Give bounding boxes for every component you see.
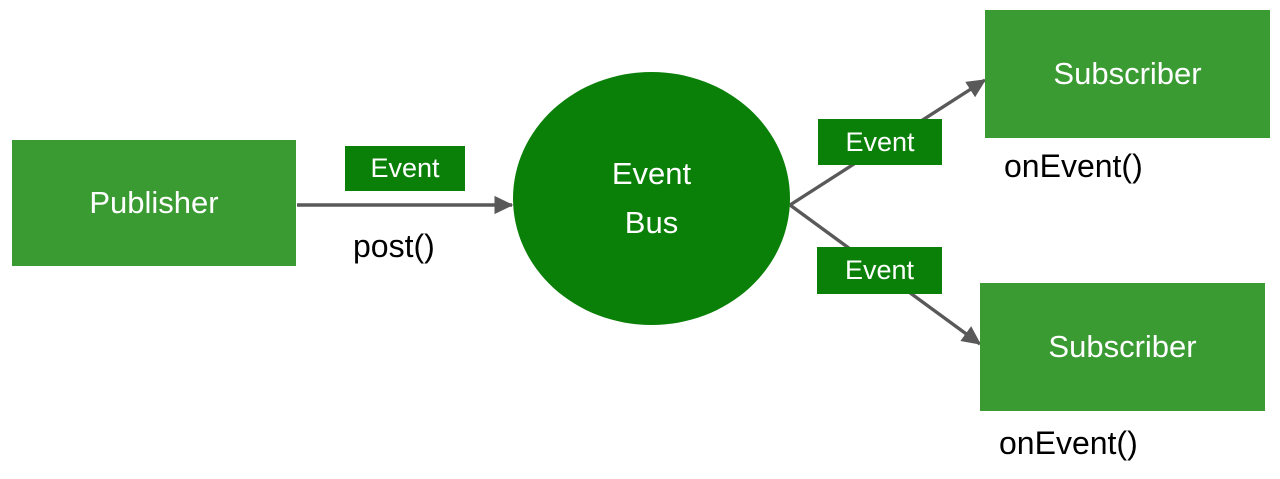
event-chip-subscriber-bottom: Event [817, 247, 942, 294]
label-post-method: post() [353, 228, 435, 264]
node-event-bus[interactable]: Event Bus [513, 72, 790, 325]
event-chip-subscriber-top-label: Event [845, 126, 915, 157]
node-subscriber-bottom-label: Subscriber [1048, 329, 1197, 364]
node-subscriber-bottom[interactable]: Subscriber [980, 283, 1265, 411]
node-publisher[interactable]: Publisher [12, 140, 296, 266]
node-subscriber-top[interactable]: Subscriber [985, 10, 1270, 138]
label-onevent-bottom: onEvent() [999, 425, 1138, 461]
node-subscriber-top-label: Subscriber [1053, 56, 1202, 91]
node-publisher-label: Publisher [89, 185, 219, 220]
event-chip-subscriber-bottom-label: Event [844, 255, 915, 285]
label-onevent-top: onEvent() [1004, 148, 1143, 184]
event-chip-subscriber-top: Event [818, 119, 942, 165]
node-event-bus-label-line2: Bus [624, 204, 679, 240]
event-chip-post-label: Event [370, 153, 440, 183]
event-chip-post: Event [345, 146, 465, 191]
node-event-bus-label-line1: Event [611, 156, 692, 192]
